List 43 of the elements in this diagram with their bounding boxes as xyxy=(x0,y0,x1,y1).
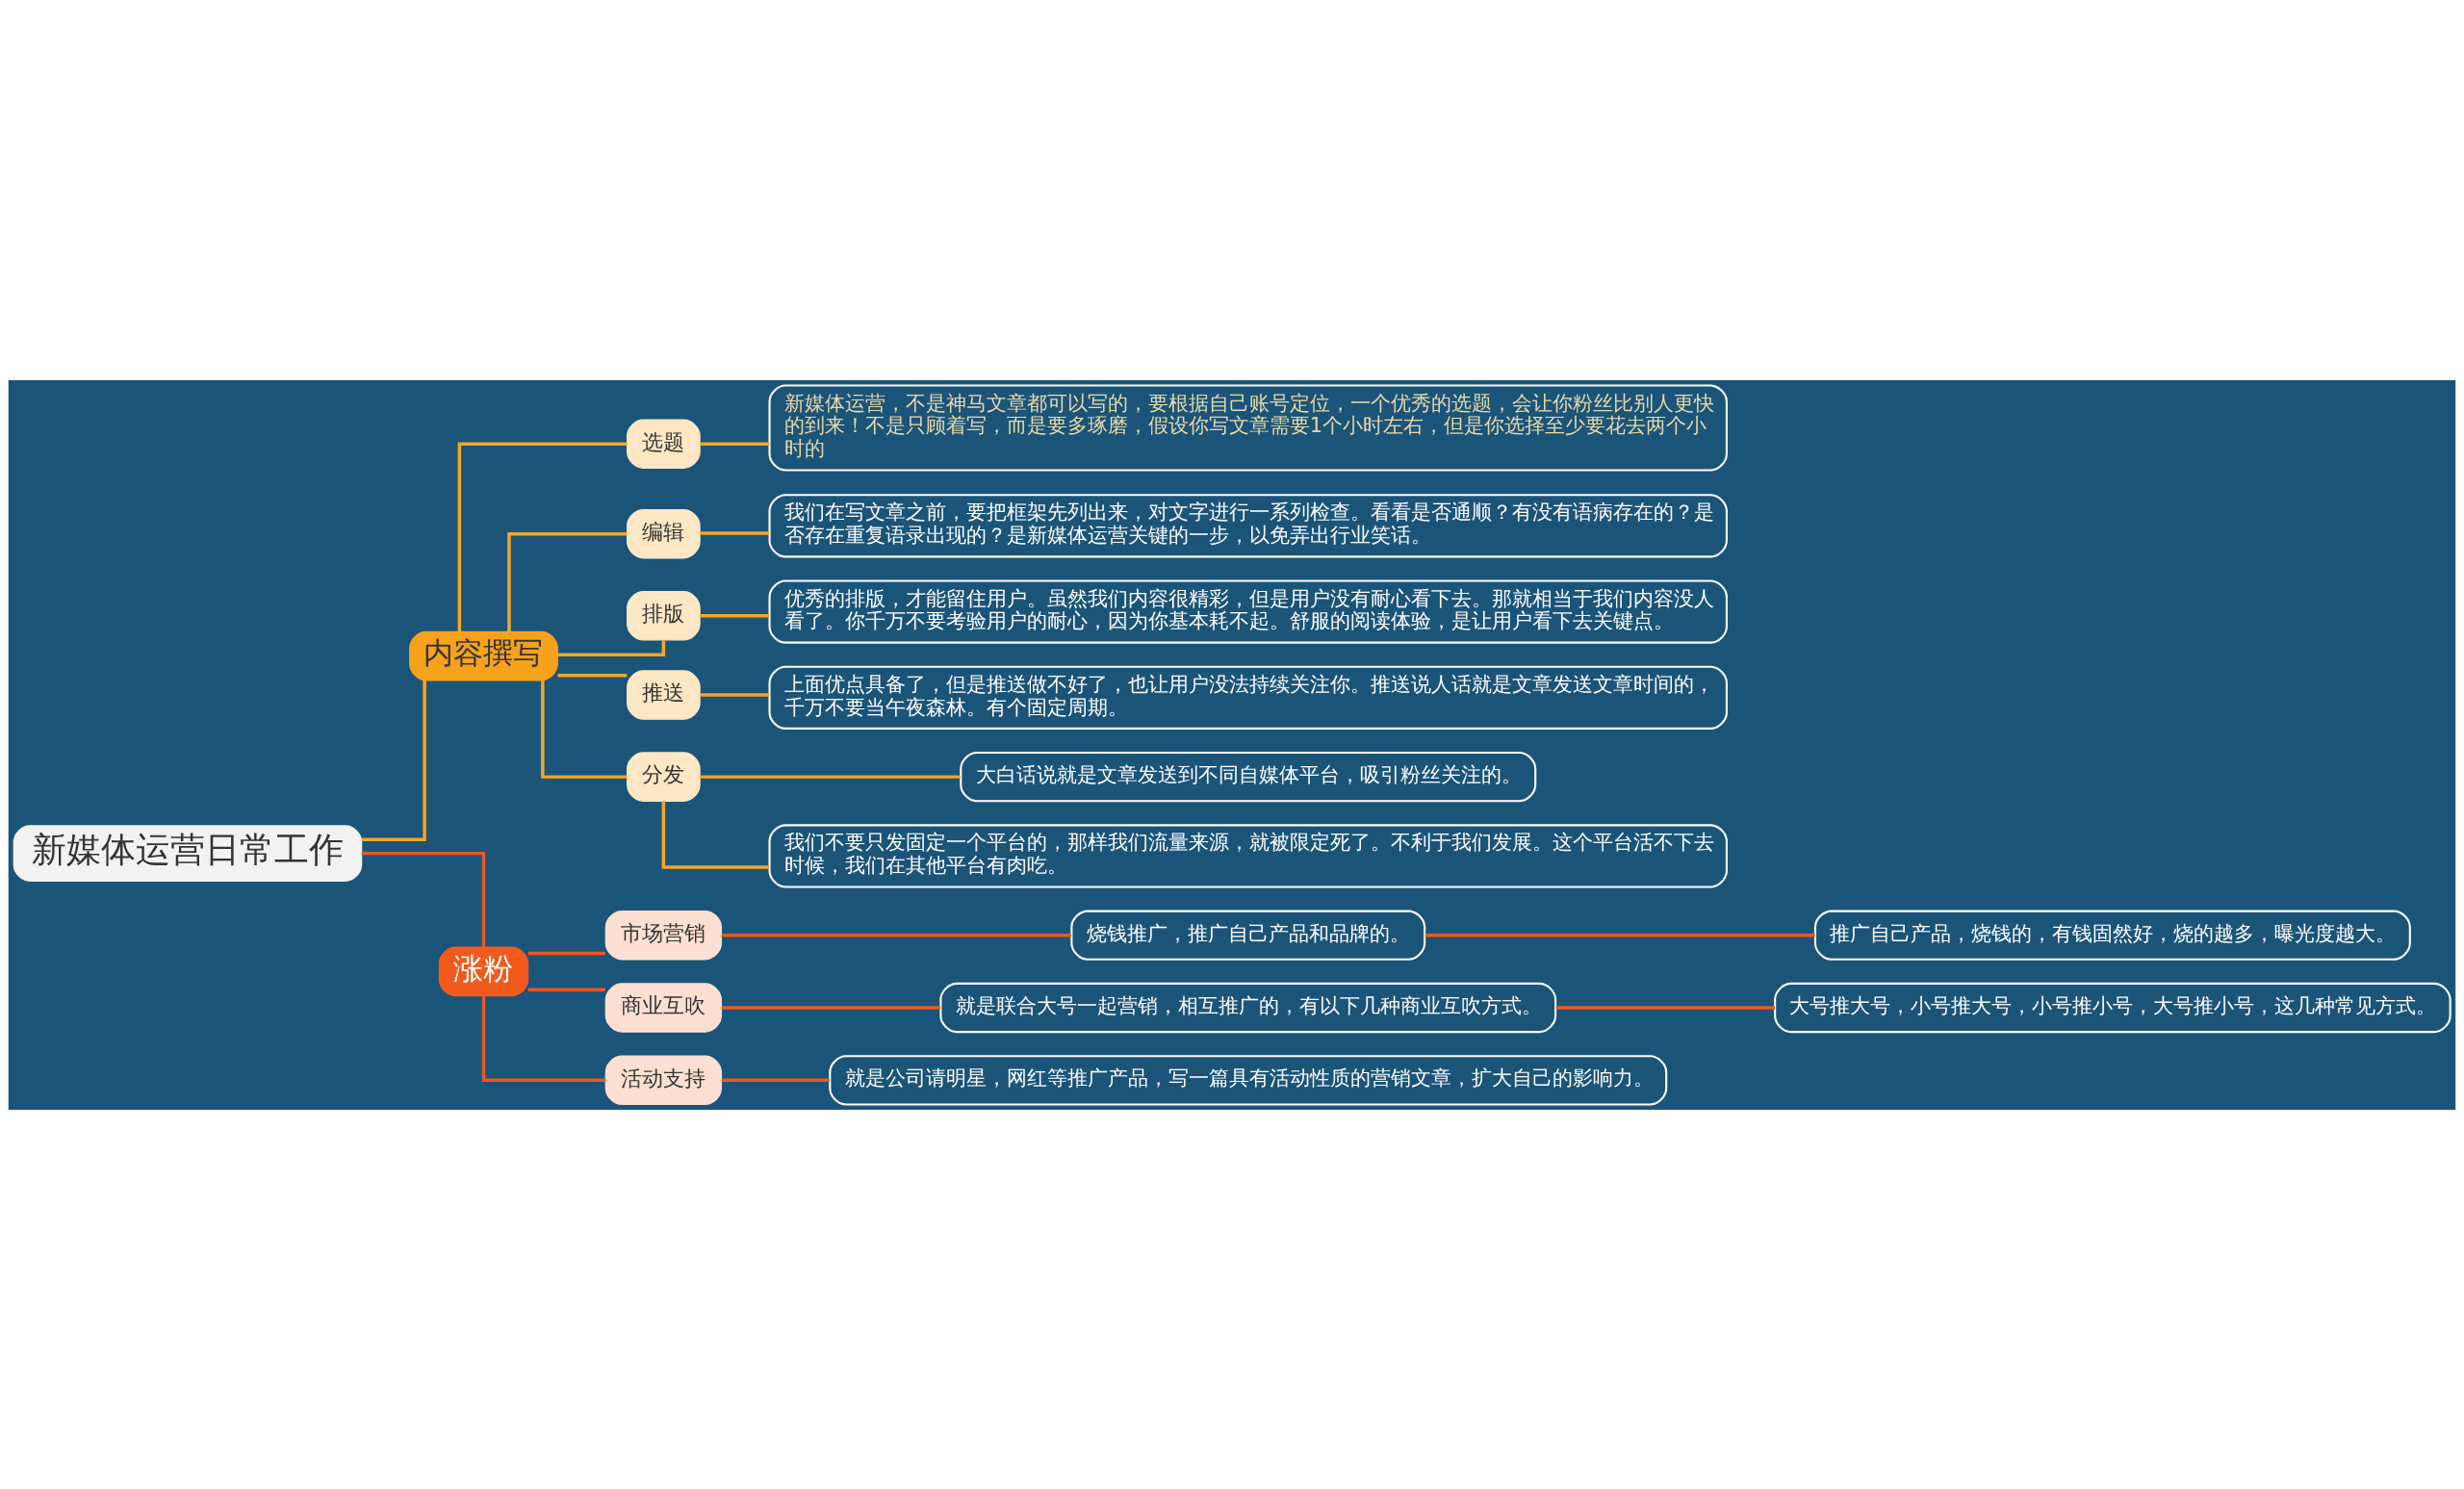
connector xyxy=(700,442,770,446)
node-box: 新媒体运营，不是神马文章都可以写的，要根据自己账号定位，一个优秀的选题，会让你粉丝比别人更快的到来！不是只顾着写，而是要多琢磨，假设你写文章需要1个小时左右，但是你选择至少要花去两个小时的 xyxy=(768,384,1728,471)
node-box: 大号推大号，小号推大号，小号推小号，大号推小号，这几种常见方式。 xyxy=(1774,982,2451,1033)
connector xyxy=(361,680,426,841)
connector xyxy=(700,530,770,535)
node-box: 选题 xyxy=(627,418,701,469)
connector xyxy=(527,951,605,955)
node-box: 推广自己产品，烧钱的，有钱固然好，烧的越多，曝光度越大。 xyxy=(1813,910,2411,961)
node-box: 市场营销 xyxy=(604,910,723,960)
node-box: 推送 xyxy=(627,669,701,720)
connector xyxy=(557,673,628,678)
connector xyxy=(700,613,770,617)
connector xyxy=(361,851,486,947)
connector xyxy=(721,1078,830,1082)
node-box: 就是联合大号一起营销，相互推广的，有以下几种商业互吹方式。 xyxy=(939,982,1557,1033)
node-box: 就是公司请明星，网红等推广产品，写一篇具有活动性质的营销文章，扩大自己的影响力。 xyxy=(829,1054,1668,1105)
connector xyxy=(700,774,961,779)
connector xyxy=(700,692,770,697)
node-box: 大白话说就是文章发送到不同自媒体平台，吸引粉丝关注的。 xyxy=(960,751,1537,802)
node-box: 新媒体运营日常工作 xyxy=(13,824,363,882)
node-box: 优秀的排版，才能留住用户。虽然我们内容很精彩，但是用户没有耐心看下去。那就相当于我们内容没人看了。你千万不要考验用户的耐心，因为你基本耗不起。舒服的阅读体验，是让用户看下去关键点。 xyxy=(768,578,1728,644)
node-box: 分发 xyxy=(627,751,701,802)
connector xyxy=(527,987,605,991)
node-box: 烧钱推广，推广自己产品和品牌的。 xyxy=(1070,910,1426,961)
node-box: 商业互吹 xyxy=(604,982,723,1033)
node-box: 我们不要只发固定一个平台的，那样我们流量来源，就被限定死了。不利于我们发展。这个平台活不下去时候，我们在其他平台有肉吃。 xyxy=(768,823,1728,888)
connector xyxy=(721,933,1071,937)
connector xyxy=(557,639,666,656)
node-box: 活动支持 xyxy=(604,1055,723,1105)
connector xyxy=(721,1005,941,1010)
node-box: 内容撰写 xyxy=(409,630,558,680)
connector xyxy=(1555,1005,1775,1010)
connector xyxy=(1424,933,1815,937)
connector xyxy=(481,995,606,1082)
connector xyxy=(457,442,628,631)
connector xyxy=(541,680,628,779)
connector xyxy=(507,531,628,631)
node-box: 编辑 xyxy=(627,508,701,558)
node-box: 上面优点具备了，但是推送做不好了，也让用户没法持续关注你。推送说人话就是文章发送文章时间的，千万不要当午夜森林。有个固定周期。 xyxy=(768,665,1728,730)
node-box: 涨粉 xyxy=(438,946,529,996)
connector xyxy=(661,800,770,869)
node-box: 排版 xyxy=(627,590,701,641)
node-box: 我们在写文章之前，要把框架先列出来，对文字进行一系列检查。看看是否通顺？有没有语病存在的？是否存在重复语录出现的？是新媒体运营关键的一步，以免弄出行业笑话。 xyxy=(768,493,1728,557)
